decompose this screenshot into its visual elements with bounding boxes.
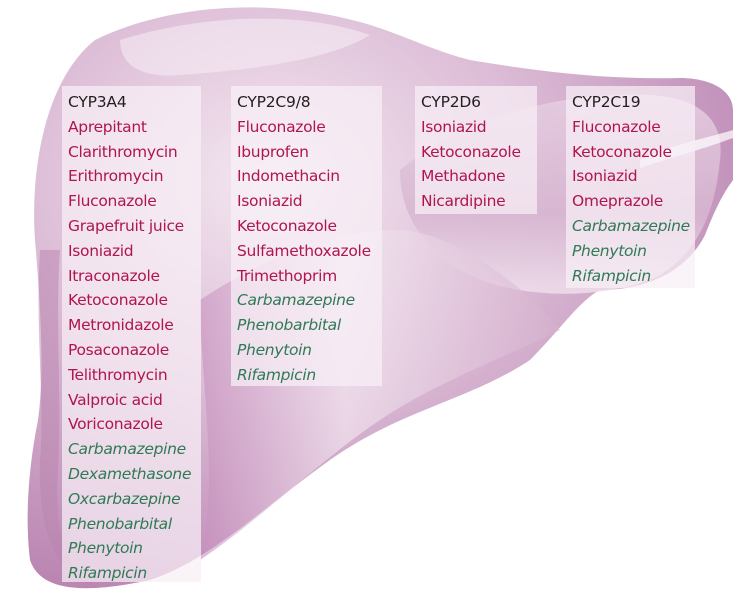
inhibitor-item: Aprepitant [68, 117, 147, 136]
inducer-item: Carbamazepine [237, 291, 355, 310]
inhibitor-item: Isoniazid [237, 192, 303, 211]
inhibitor-item: Trimethoprim [237, 266, 337, 285]
inhibitor-item: Isoniazid [572, 167, 638, 186]
inhibitor-item: Grapefruit juice [68, 216, 184, 235]
inducer-item: Phenytoin [572, 241, 647, 260]
enzyme-box-cyp2c9-8: CYP2C9/8 Fluconazole Ibuprofen Indometha… [231, 86, 382, 386]
inhibitor-item: Sulfamethoxazole [237, 241, 371, 260]
enzyme-box-cyp3a4: CYP3A4 Aprepitant Clarithromycin Erithro… [62, 86, 201, 582]
inducer-item: Rifampicin [572, 266, 651, 285]
inducer-item: Phenobarbital [68, 514, 172, 533]
enzyme-title: CYP2C9/8 [237, 93, 311, 111]
inducer-item: Carbamazepine [572, 216, 690, 235]
inhibitor-item: Valproic acid [68, 390, 163, 409]
inhibitor-item: Itraconazole [68, 266, 160, 285]
inhibitor-item: Fluconazole [237, 117, 326, 136]
inhibitor-item: Ibuprofen [237, 142, 309, 161]
inhibitor-item: Nicardipine [421, 192, 506, 211]
inhibitor-item: Indomethacin [237, 167, 340, 186]
enzyme-title: CYP2D6 [421, 93, 481, 111]
inducer-item: Phenobarbital [237, 316, 341, 335]
inducer-item: Dexamethasone [68, 464, 192, 483]
inducer-item: Rifampicin [68, 564, 147, 583]
inducer-item: Rifampicin [237, 365, 316, 384]
inducer-item: Oxcarbazepine [68, 489, 181, 508]
inhibitor-item: Metronidazole [68, 316, 174, 335]
inhibitor-item: Telithromycin [68, 365, 168, 384]
inhibitor-item: Fluconazole [572, 117, 661, 136]
inhibitor-item: Ketoconazole [237, 216, 337, 235]
inhibitor-item: Clarithromycin [68, 142, 178, 161]
inducer-item: Carbamazepine [68, 440, 186, 459]
enzyme-title: CYP3A4 [68, 93, 127, 111]
enzyme-box-cyp2c19: CYP2C19 Fluconazole Ketoconazole Isoniaz… [566, 86, 695, 288]
enzyme-box-cyp2d6: CYP2D6 Isoniazid Ketoconazole Methadone … [415, 86, 537, 214]
inhibitor-item: Ketoconazole [421, 142, 521, 161]
inhibitor-item: Methadone [421, 167, 506, 186]
inhibitor-item: Omeprazole [572, 192, 664, 211]
inducer-item: Phenytoin [237, 340, 312, 359]
inhibitor-item: Posaconazole [68, 340, 170, 359]
inhibitor-item: Ketoconazole [68, 291, 168, 310]
inducer-item: Phenytoin [68, 539, 143, 558]
inhibitor-item: Ketoconazole [572, 142, 672, 161]
enzyme-title: CYP2C19 [572, 93, 641, 111]
inhibitor-item: Isoniazid [68, 241, 134, 260]
inhibitor-item: Fluconazole [68, 192, 157, 211]
inhibitor-item: Isoniazid [421, 117, 487, 136]
inhibitor-item: Voriconazole [68, 415, 163, 434]
inhibitor-item: Erithromycin [68, 167, 164, 186]
